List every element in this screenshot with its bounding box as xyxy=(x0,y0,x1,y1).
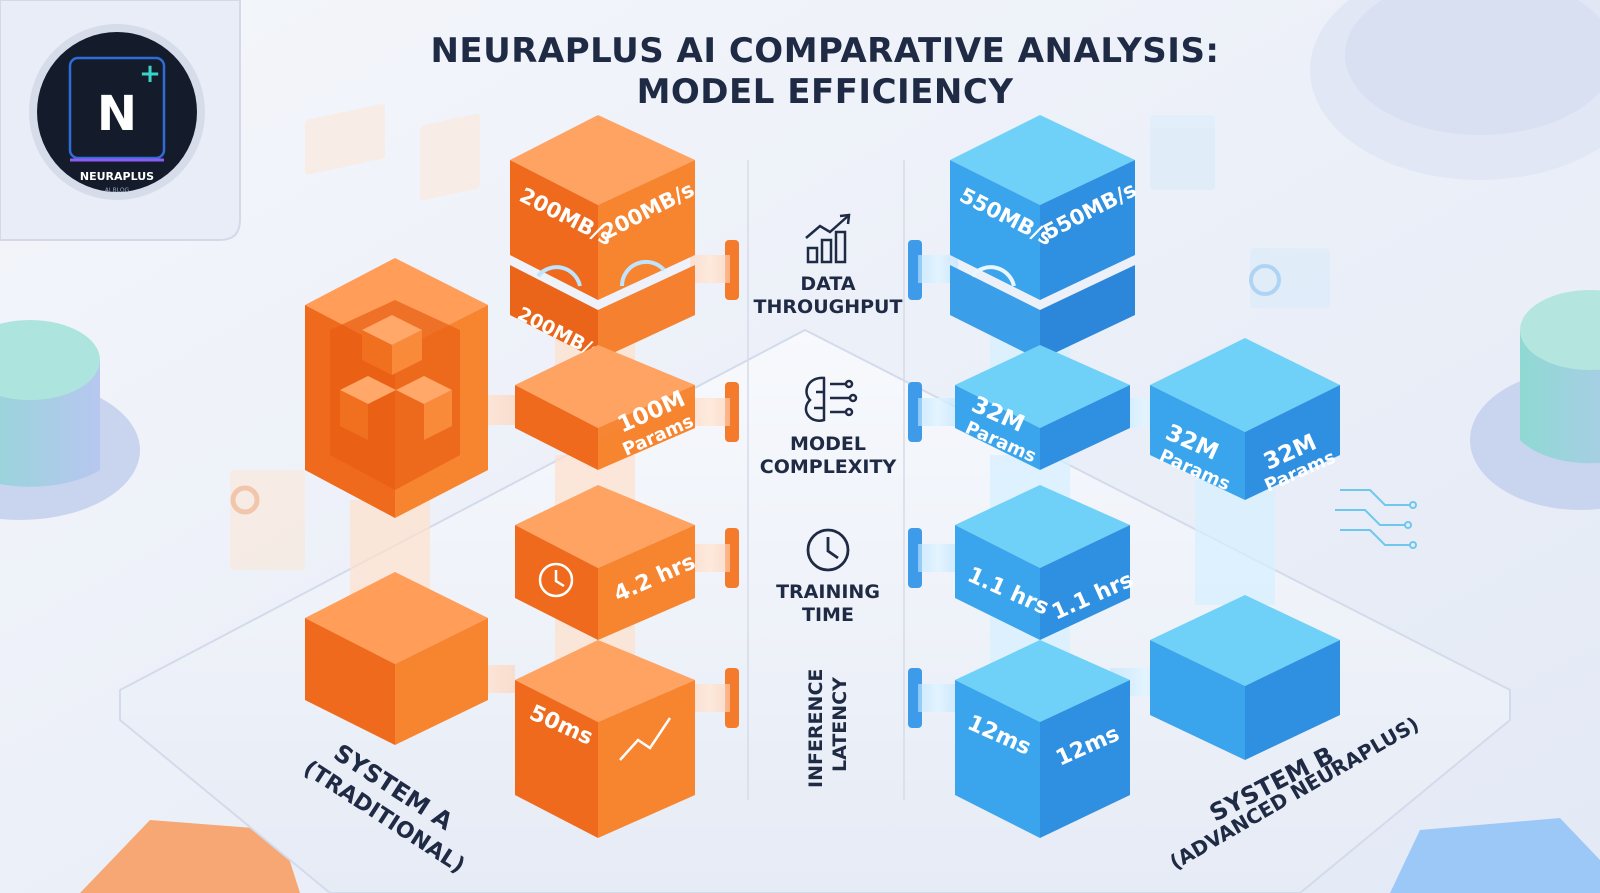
bg-corner-orange xyxy=(80,820,300,893)
floating-panels xyxy=(230,103,1330,570)
logo-card: N + NEURAPLUS AI BLOG xyxy=(0,0,241,241)
base-platform xyxy=(119,328,1511,893)
metric-label-latency-2: LATENCY xyxy=(829,677,851,772)
metric-label-throughput-1: DATA xyxy=(800,273,855,295)
clock-icon xyxy=(538,562,574,598)
circuit-icon xyxy=(1335,489,1417,549)
metric-label-latency-1: INFERENCE xyxy=(805,669,827,788)
system-a-training-cube: 4.2 hrs xyxy=(515,485,699,640)
bg-cylinder-left-top xyxy=(0,320,100,400)
system-a-core-cube xyxy=(305,258,488,518)
system-a-stack: 200MB/s 200MB/s 200MB/s 100M Params 4.2 … xyxy=(305,115,699,838)
bg-cylinder-right-top xyxy=(1520,290,1600,370)
metric-labels: DATA THROUGHPUT MODEL COMPLEXITY TRAININ… xyxy=(754,213,903,788)
metric-label-training-1: TRAINING xyxy=(776,581,880,603)
bg-disc-top-right-inner xyxy=(1345,0,1600,135)
stubs xyxy=(690,240,958,728)
logo-plus-icon: + xyxy=(139,59,161,89)
clock-icon xyxy=(806,528,850,572)
logo-letter: N xyxy=(97,86,137,142)
system-b-latency-cube: 12ms 12ms xyxy=(955,640,1130,838)
bg-corner-blue xyxy=(1390,818,1600,893)
system-b-lower-cube-right xyxy=(1150,595,1340,760)
system-b-throughput-cube: 550MB/s 550MB/s xyxy=(950,115,1140,360)
title-line-1: NEURAPLUS AI COMPARATIVE ANALYSIS: xyxy=(430,31,1219,71)
title-line-2: MODEL EFFICIENCY xyxy=(637,72,1014,112)
metric-label-training-2: TIME xyxy=(802,604,854,626)
logo-tagline: AI BLOG xyxy=(105,187,130,194)
metric-label-complexity-2: COMPLEXITY xyxy=(760,456,897,478)
metric-label-throughput-2: THROUGHPUT xyxy=(754,296,903,318)
metric-label-complexity-1: MODEL xyxy=(790,433,866,455)
system-a-lower-cube xyxy=(305,572,488,745)
brain-circuit-icon xyxy=(804,376,858,422)
trend-line-icon xyxy=(619,717,672,761)
system-b-training-cube: 1.1 hrs 1.1 hrs xyxy=(955,485,1137,640)
logo-brand: NEURAPLUS xyxy=(80,170,154,183)
system-a-throughput-cube: 200MB/s 200MB/s 200MB/s xyxy=(510,115,698,364)
bar-chart-icon xyxy=(805,213,851,264)
system-a-latency-cube: 50ms xyxy=(515,640,695,838)
system-b-complexity-cube: 32M Params xyxy=(955,345,1130,470)
